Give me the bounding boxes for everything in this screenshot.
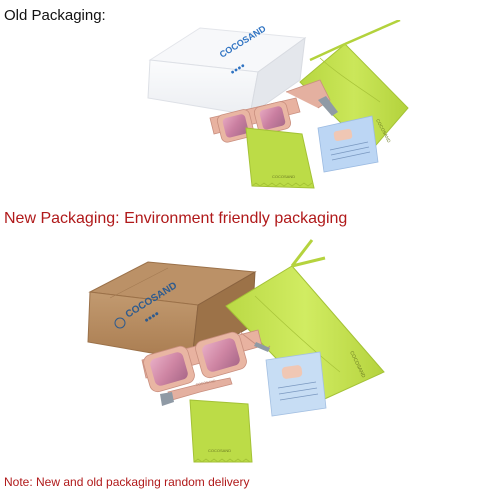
old-packaging-caption: Old Packaging:	[4, 7, 106, 24]
info-card	[317, 115, 379, 173]
sunglasses	[209, 79, 338, 143]
svg-text:COCOSAND: COCOSAND	[208, 448, 231, 453]
cleaning-cloth: COCOSAND	[189, 399, 253, 463]
new-packaging-photo: COCOSAND COCOSAND	[0, 230, 500, 470]
sunglasses: COCOSAND	[141, 329, 271, 406]
cleaning-cloth: COCOSAND	[245, 127, 315, 189]
new-packaging-caption: New Packaging: Environment friendly pack…	[4, 210, 348, 227]
old-packaging-photo: COCOSAND COCOSAND	[0, 20, 500, 200]
green-pouch: COCOSAND	[299, 20, 409, 153]
kraft-box: COCOSAND	[87, 261, 257, 361]
info-card	[265, 351, 327, 417]
svg-text:COCOSAND: COCOSAND	[272, 174, 295, 179]
delivery-note: Note: New and old packaging random deliv…	[4, 475, 250, 489]
svg-text:COCOSAND: COCOSAND	[195, 379, 216, 387]
